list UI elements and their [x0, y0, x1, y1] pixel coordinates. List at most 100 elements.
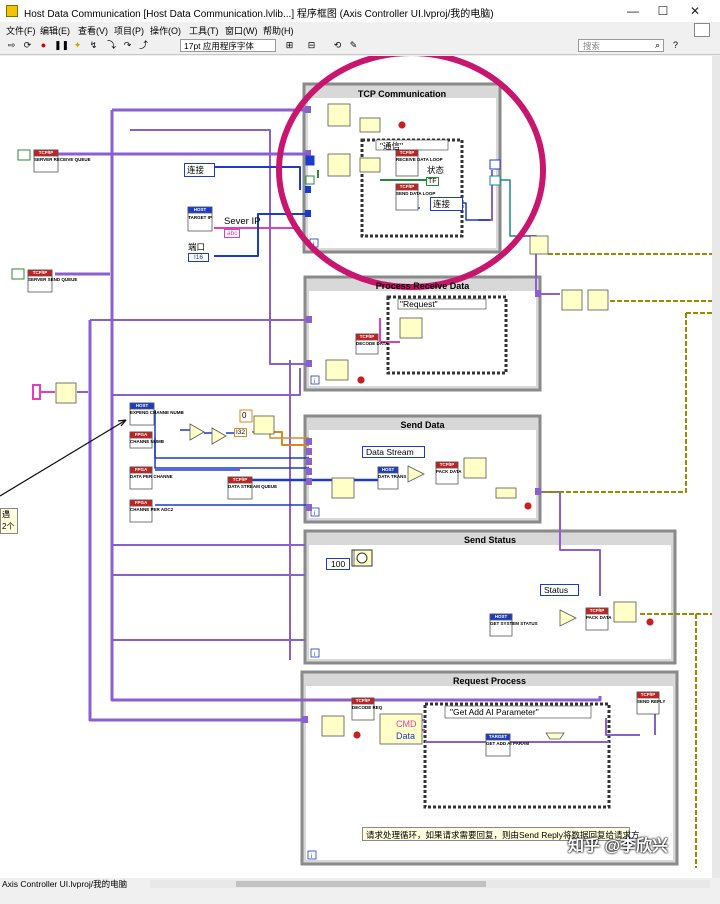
tcpip-tag-7: TCP/IP	[439, 462, 455, 467]
step-out-icon[interactable]: ⤴	[138, 40, 148, 50]
target-ip-caption: TARGET IP	[188, 215, 212, 220]
fpga-tag-2: FPGA	[134, 467, 148, 472]
zero-constant[interactable]: 0	[242, 411, 247, 420]
tcpip-tag-5: TCP/IP	[359, 334, 375, 339]
menu-tools[interactable]: 工具(T)	[189, 26, 219, 36]
menu-bar: 文件(F) 编辑(E) 查看(V) 项目(P) 操作(O) 工具(T) 窗口(W…	[0, 22, 720, 38]
run-arrow-icon[interactable]: ⇨	[7, 40, 16, 50]
receive-case-selector[interactable]: "Request"	[400, 299, 438, 309]
stop-indicators	[352, 120, 655, 740]
host-tag-1: HOST	[193, 207, 207, 212]
distribute-objects-icon[interactable]: ⊟	[307, 40, 316, 50]
tcpip-tag-3: TCP/IP	[399, 150, 415, 155]
window-title: Host Data Communication [Host Data Commu…	[24, 9, 494, 20]
menu-operate[interactable]: 操作(O)	[150, 26, 181, 36]
server-ip-control[interactable]: abc	[224, 229, 241, 238]
host-tag-4: HOST	[494, 614, 508, 619]
horizontal-scroll-thumb[interactable]	[236, 881, 486, 887]
send-data-title: Send Data	[400, 420, 445, 430]
receive-case-structure	[386, 295, 508, 375]
server-ip-label: Sever IP	[224, 216, 261, 227]
minimize-button[interactable]: —	[627, 4, 639, 18]
vertical-scrollbar[interactable]	[712, 56, 720, 878]
send-status-title: Send Status	[463, 535, 516, 545]
tf-constant[interactable]: TF	[426, 177, 439, 186]
data-stream-enum[interactable]: Data Stream	[362, 446, 425, 458]
toolbar: ⇨ ⟳ ● ❚❚ ✦ ↯ ⤵ ↷ ⤴ 17pt 应用程序字体 ⊞ ⊟ ⟲ ✎ 搜…	[0, 38, 720, 55]
port-label: 端口	[188, 242, 206, 252]
close-button[interactable]: ✕	[689, 4, 701, 18]
get-add-ai-param-caption: GET ADD AI PARAM	[486, 741, 530, 746]
wire-tunnels	[302, 106, 541, 723]
pack-data-caption-2: PACK DATA	[586, 615, 612, 620]
tcp-communication-title: TCP Communication	[357, 89, 447, 99]
svg-text:i: i	[314, 652, 315, 658]
tcpip-tag-6: TCP/IP	[232, 477, 248, 482]
receive-queue-caption: SERVER RECEIVE QUEUE	[34, 157, 91, 162]
port-control[interactable]: I16	[188, 253, 210, 262]
reorder-icon[interactable]: ⟲	[333, 40, 342, 50]
loop-iteration-terminals	[307, 238, 320, 860]
request-process-title: Request Process	[452, 676, 527, 686]
data-stream-queue-caption: DATA STREAM QUEUE	[228, 484, 278, 489]
channel-numb-caption: CHANNE NUMB	[130, 439, 164, 444]
receive-loop-caption: RECEIVE DATA LOOP	[396, 157, 443, 162]
highlight-execution-icon[interactable]: ✦	[73, 40, 82, 50]
search-icon[interactable]: ⌕	[654, 40, 661, 50]
host-tag-3: HOST	[381, 467, 395, 472]
vi-icon[interactable]	[694, 23, 710, 37]
data-field: Data	[396, 731, 416, 741]
tcpip-tag-4: TCP/IP	[399, 184, 415, 189]
process-receive-title: Process Receive Data	[375, 281, 470, 291]
send-status-frame	[303, 529, 677, 665]
clipped-comment-line-2: 2个	[2, 522, 15, 531]
tcp-case-selector[interactable]: "通信"	[380, 141, 404, 151]
font-select[interactable]: 17pt 应用程序字体	[180, 39, 276, 52]
i32-convert: I32	[234, 428, 248, 437]
target-tag: TARGET	[488, 734, 508, 739]
channel-per-adc-caption: CHANNE PER ADC2	[130, 507, 174, 512]
menu-edit[interactable]: 编辑(E)	[40, 26, 70, 36]
subvi-icons	[27, 103, 660, 757]
search-input[interactable]: 搜索	[578, 39, 664, 52]
step-over-icon[interactable]: ↷	[123, 40, 132, 50]
cmd-field: CMD	[396, 719, 417, 729]
tcpip-tag-1: TCP/IP	[38, 150, 54, 155]
menu-file[interactable]: 文件(F)	[6, 26, 36, 36]
tcpip-tag-2: TCP/IP	[32, 270, 48, 275]
labview-app-icon	[6, 5, 18, 17]
menu-window[interactable]: 窗口(W)	[225, 26, 258, 36]
cleanup-diagram-icon[interactable]: ✎	[349, 40, 358, 50]
tcpip-tag-8: TCP/IP	[589, 608, 605, 613]
wait-ms-constant[interactable]: 100	[326, 558, 351, 570]
align-objects-icon[interactable]: ⊞	[285, 40, 294, 50]
pause-icon[interactable]: ❚❚	[54, 40, 70, 50]
request-case-selector[interactable]: "Get Add AI Parameter"	[450, 707, 539, 717]
help-icon[interactable]: ?	[672, 40, 678, 50]
menu-view[interactable]: 查看(V)	[78, 26, 108, 36]
menu-help[interactable]: 帮助(H)	[263, 26, 294, 36]
tcpip-tag-10: TCP/IP	[640, 692, 656, 697]
connect-enum-inner[interactable]: 连接	[430, 197, 464, 211]
comment-note[interactable]: 请求处理循环，如果请求需要回复，则由Send Reply将数据回复给请求方	[362, 827, 639, 841]
run-continuously-icon[interactable]: ⟳	[23, 40, 32, 50]
clipped-comment-line-1: 遇	[2, 510, 10, 519]
maximize-button[interactable]: ☐	[657, 4, 669, 18]
state-label: 状态	[427, 165, 445, 175]
highlight-circle	[276, 56, 546, 290]
svg-text:i: i	[311, 854, 312, 860]
status-enum[interactable]: Status	[540, 584, 580, 596]
svg-text:i: i	[314, 511, 315, 517]
clipped-comment[interactable]: 遇 2个	[0, 508, 18, 534]
step-into-icon[interactable]: ⤵	[106, 40, 116, 50]
window-title-bar: Host Data Communication [Host Data Commu…	[0, 0, 720, 23]
decode-data-caption: DECODE DATA	[356, 341, 389, 346]
retain-wire-values-icon[interactable]: ↯	[89, 40, 98, 50]
connect-enum-outer[interactable]: 连接	[184, 163, 216, 177]
host-tag-2: HOST	[135, 403, 149, 408]
abort-icon[interactable]: ●	[40, 40, 47, 50]
menu-project[interactable]: 项目(P)	[114, 26, 144, 36]
zhihu-watermark: 知乎 @李欣兴	[568, 838, 669, 855]
